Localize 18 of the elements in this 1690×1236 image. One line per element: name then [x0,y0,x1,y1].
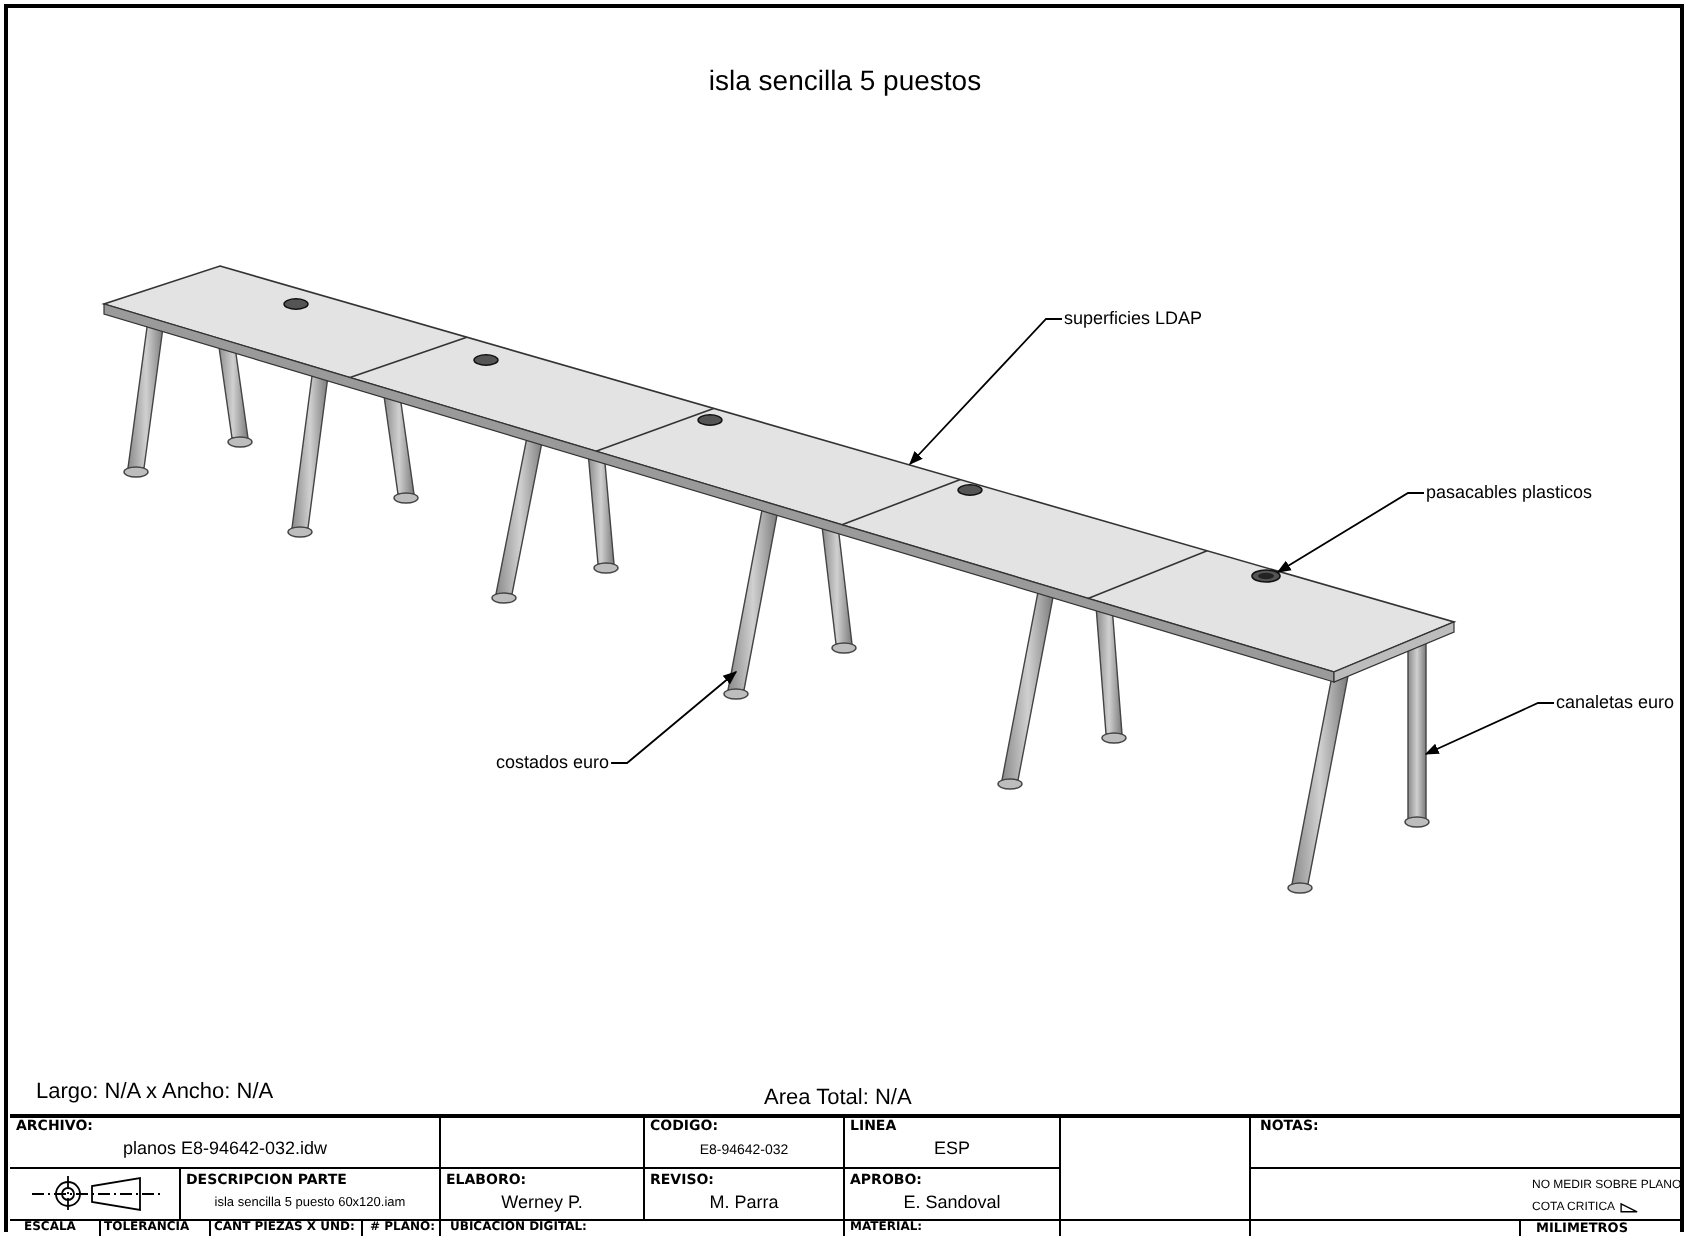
dimension-note: Largo: N/A x Ancho: N/A [36,1080,274,1106]
field-value: planos E8-94642-032.idw [120,1138,330,1159]
leader-line [909,318,1063,465]
field-value: ESP [931,1138,972,1159]
callout-label: costados euro [496,752,610,774]
field-value: M. Parra [707,1192,781,1213]
table-leg [723,509,779,700]
field-value: E. Sandoval [901,1192,1003,1213]
field-value: Werney P. [499,1192,585,1213]
leader-line [1424,702,1555,755]
area-note: Area Total: N/A [764,1086,912,1112]
callout-label: canaletas euro [1556,692,1675,714]
drawing-title: isla sencilla 5 puestos [706,64,984,97]
callout-label: pasacables plasticos [1426,482,1593,504]
leader-line [610,671,738,764]
cable-channel-leg [1404,639,1430,828]
callout-label: superficies LDAP [1064,308,1203,330]
leader-line [1276,492,1425,573]
